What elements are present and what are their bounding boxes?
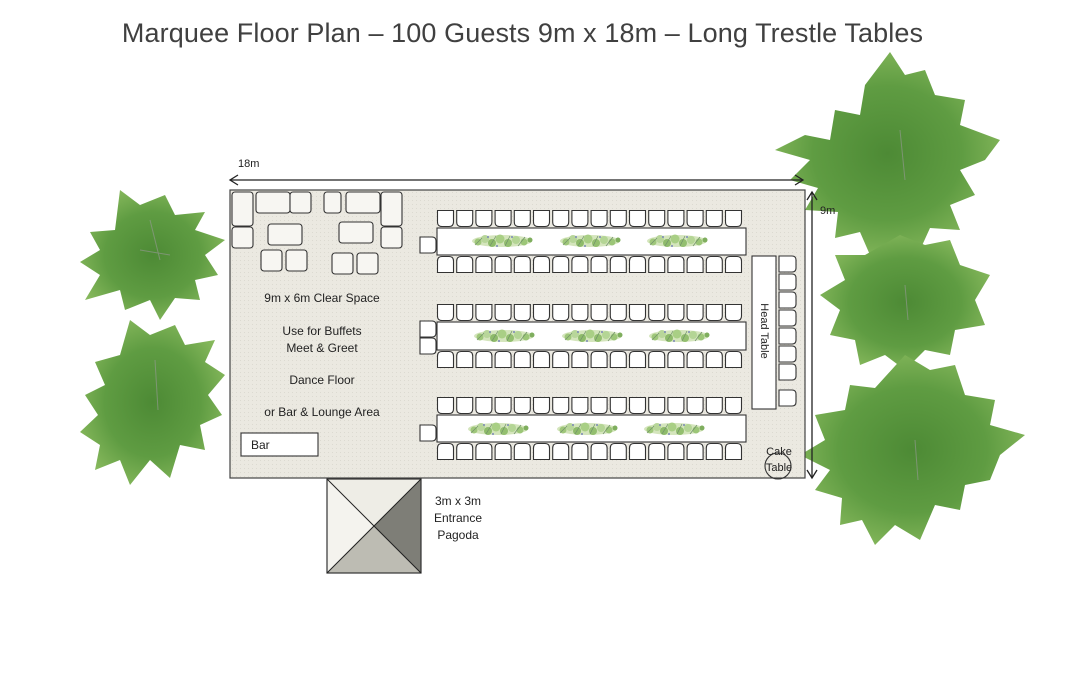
clear-space-title: 9m x 6m Clear Space <box>264 291 380 305</box>
head-table <box>751 255 797 410</box>
cake-table <box>764 452 792 480</box>
clear-space-dance-floor: Dance Floor <box>289 373 355 387</box>
bar-counter <box>240 432 319 457</box>
pagoda-size-label: 3m x 3m <box>434 494 481 508</box>
depth-dimension-label: 9m <box>820 205 836 217</box>
tree-left-bottom-icon <box>80 320 225 485</box>
depth-dimension-arrow <box>806 190 818 480</box>
clear-space-meet-greet: Meet & Greet <box>286 341 358 355</box>
page-title: Marquee Floor Plan – 100 Guests 9m x 18m… <box>121 18 924 48</box>
width-dimension-label: 18m <box>238 158 260 170</box>
pagoda-name-label: Pagoda <box>437 528 479 542</box>
lounge-furniture <box>231 191 403 275</box>
head-table-label: Head Table <box>758 303 770 359</box>
cake-table-label-line2: Table <box>765 462 793 474</box>
trestle-table-1 <box>419 209 747 274</box>
trestle-table-2 <box>419 303 747 369</box>
trestle-table-3 <box>419 396 747 461</box>
bar-label: Bar <box>251 438 270 452</box>
tree-right-bottom-icon <box>800 355 1025 545</box>
pagoda-entrance-label: Entrance <box>433 511 483 525</box>
tree-right-middle-icon <box>820 235 990 370</box>
width-dimension-arrow <box>228 174 805 186</box>
cake-table-label-line1: Cake <box>766 446 792 458</box>
tree-left-top-icon <box>80 190 225 320</box>
tree-right-top-icon <box>775 52 1000 255</box>
clear-space-buffets: Use for Buffets <box>282 324 362 338</box>
entrance-pagoda <box>326 478 422 574</box>
clear-space-bar-lounge: or Bar & Lounge Area <box>264 405 380 419</box>
